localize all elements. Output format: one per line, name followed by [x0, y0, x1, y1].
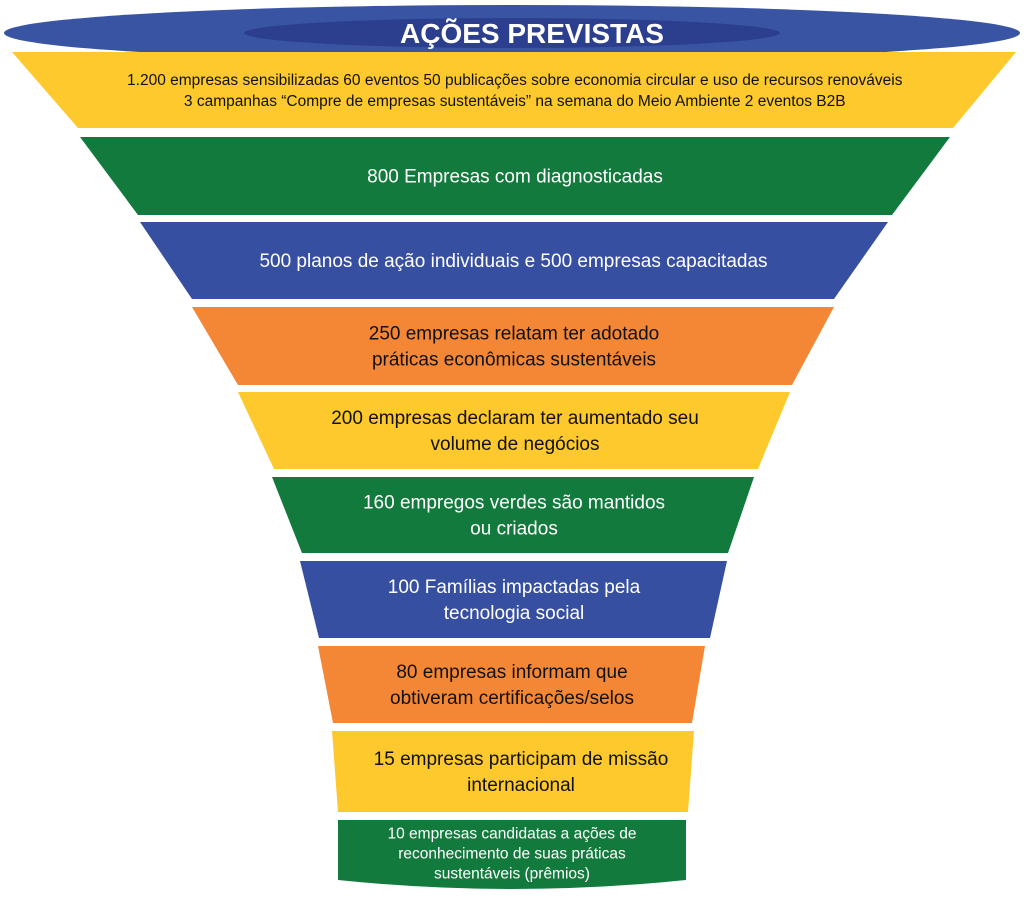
- funnel-stage-label: volume de negócios: [431, 434, 600, 455]
- funnel-stage-label: 160 empregos verdes são mantidos: [363, 493, 665, 514]
- funnel-stage-label: tecnologia social: [444, 603, 584, 624]
- funnel-stage-band: [318, 646, 705, 723]
- funnel-stage: 10 empresas candidatas a ações de reconhe…: [338, 820, 686, 889]
- funnel-stage-label: 800 Empresas com diagnosticadas: [367, 167, 663, 188]
- funnel-stage-label: ou criados: [470, 519, 558, 540]
- funnel-stage: 250 empresas relatam ter adotado práticas…: [192, 307, 834, 385]
- funnel-stage-label: internacional: [467, 775, 575, 796]
- funnel-stage-label: 100 Famílias impactadas pela: [388, 577, 641, 598]
- funnel-stage-label: 3 campanhas “Compre de empresas sustentá…: [184, 93, 846, 110]
- funnel-stage-label: 200 empresas declaram ter aumentado seu: [331, 408, 699, 429]
- funnel-stage-band: [192, 307, 834, 385]
- funnel-stage-band: [238, 392, 790, 469]
- funnel-stage: 15 empresas participam de missão internac…: [332, 731, 694, 812]
- funnel-stage-band: [272, 477, 754, 553]
- funnel-stage-band: [12, 52, 1016, 128]
- funnel-stage-label: 500 planos de ação individuais e 500 emp…: [259, 251, 767, 272]
- funnel-stage-label: 250 empresas relatam ter adotado: [369, 324, 659, 345]
- funnel-stage-band: [332, 731, 694, 812]
- funnel-stage: 1.200 empresas sensibilizadas 60 eventos…: [12, 52, 1016, 128]
- funnel-title: AÇÕES PREVISTAS: [400, 18, 664, 49]
- funnel-stage: 80 empresas informam que obtiveram certif…: [318, 646, 705, 723]
- funnel-stage: 160 empregos verdes são mantidos ou criad…: [272, 477, 754, 553]
- funnel-stage-label: reconhecimento de suas práticas: [398, 845, 626, 862]
- funnel-stage-label: 15 empresas participam de missão: [374, 749, 669, 770]
- funnel-stage: 200 empresas declaram ter aumentado seu v…: [238, 392, 790, 469]
- funnel-stage-band: [338, 820, 686, 889]
- funnel-stage-band: [140, 222, 888, 299]
- funnel-stage: 800 Empresas com diagnosticadas: [80, 137, 950, 215]
- funnel-stage: 100 Famílias impactadas pela tecnologia s…: [300, 561, 727, 638]
- funnel-stages: 1.200 empresas sensibilizadas 60 eventos…: [12, 52, 1016, 889]
- funnel-stage-label: 10 empresas candidatas a ações de: [387, 825, 636, 842]
- funnel-stage-label: obtiveram certificações/selos: [390, 688, 634, 709]
- funnel-stage-label: sustentáveis (prêmios): [434, 865, 590, 882]
- funnel-stage-label: 1.200 empresas sensibilizadas 60 eventos…: [127, 72, 903, 89]
- funnel-stage-label: 80 empresas informam que: [396, 662, 627, 683]
- funnel-stage: 500 planos de ação individuais e 500 emp…: [140, 222, 888, 299]
- funnel-header: AÇÕES PREVISTAS: [4, 5, 1020, 61]
- funnel-stage-band: [300, 561, 727, 638]
- funnel-stage-label: práticas econômicas sustentáveis: [372, 350, 656, 371]
- title-ellipse-inner: [244, 18, 780, 48]
- funnel-stage-band: [80, 137, 950, 215]
